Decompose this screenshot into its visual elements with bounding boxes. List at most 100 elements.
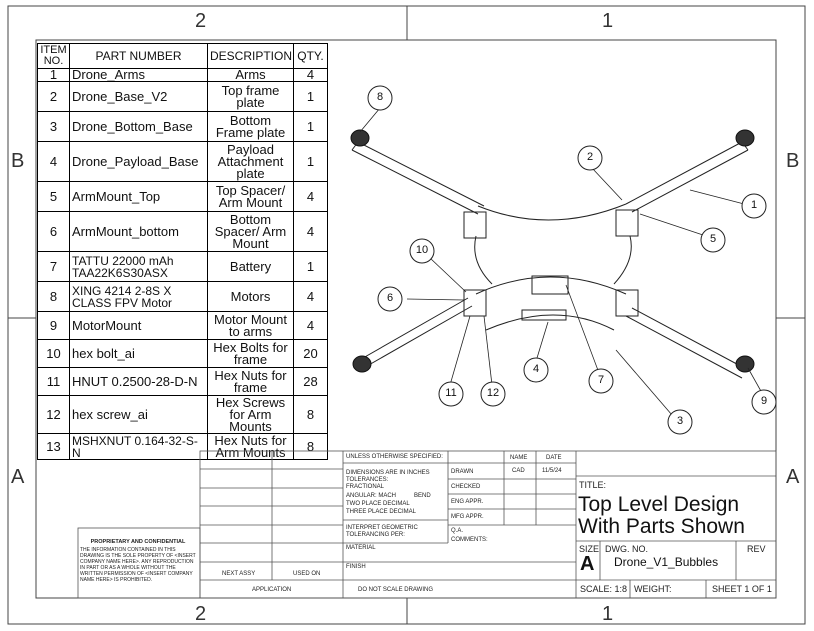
- tb-dims-4: ANGULAR: MACH: [346, 493, 397, 499]
- bom-qty: 4: [293, 311, 328, 340]
- balloon-label-7: 7: [597, 374, 605, 386]
- tb-dims-2: TOLERANCES:: [346, 477, 389, 483]
- bom-qty: 1: [293, 111, 328, 142]
- proprietary-notice: PROPRIETARY AND CONFIDENTIAL THE INFORMA…: [80, 539, 196, 583]
- balloon-label-11: 11: [445, 387, 457, 399]
- bom-desc: Hex Nuts for frame: [207, 367, 294, 396]
- drawing-title-line-1: Top Level Design: [578, 493, 740, 516]
- bom-qty: 4: [293, 181, 328, 212]
- bom-item: 5: [37, 181, 70, 212]
- tb-dims-5: TWO PLACE DECIMAL: [346, 501, 410, 507]
- bom-qty: 4: [293, 211, 328, 252]
- balloon-label-9: 9: [760, 395, 768, 407]
- balloon-label-8: 8: [376, 91, 384, 103]
- bom-desc: Hex Nuts for Arm Mounts: [207, 433, 294, 460]
- bom-part: Drone_Base_V2: [69, 81, 208, 112]
- tb-size-label: SIZE: [579, 544, 600, 554]
- tb-rev-label: REV: [747, 544, 766, 554]
- balloon-label-12: 12: [486, 387, 500, 399]
- tb-material: MATERIAL: [346, 545, 376, 551]
- tb-dims-4b: BEND: [414, 493, 431, 499]
- tb-sheet: SHEET 1 OF 1: [712, 584, 772, 594]
- bom-desc: Hex Screws for Arm Mounts: [207, 395, 294, 434]
- tb-eng-appr: ENG APPR.: [451, 499, 484, 505]
- bom-part: hex bolt_ai: [69, 339, 208, 368]
- bom-item: 12: [37, 395, 70, 434]
- bom-item: 11: [37, 367, 70, 396]
- bom-part: HNUT 0.2500-28-D-N: [69, 367, 208, 396]
- bom-desc: Arms: [207, 68, 294, 82]
- bom-qty: 8: [293, 433, 328, 460]
- tb-drawn: DRAWN: [451, 469, 474, 475]
- tb-size-value: A: [580, 553, 595, 575]
- balloon-label-10: 10: [415, 244, 429, 256]
- bom-qty: 8: [293, 395, 328, 434]
- tb-unless-specified: UNLESS OTHERWISE SPECIFIED:: [346, 454, 443, 460]
- bom-header-qty: QTY.: [293, 43, 328, 69]
- tb-drawn-date: 11/5/24: [542, 468, 562, 474]
- tb-next-assy: NEXT ASSY: [222, 571, 256, 577]
- bom-item: 3: [37, 111, 70, 142]
- bom-item: 10: [37, 339, 70, 368]
- zone-label-bottom-1: 1: [602, 603, 614, 625]
- tb-mfg-appr: MFG APPR.: [451, 514, 484, 520]
- bom-header-item: ITEM NO.: [37, 43, 70, 69]
- tb-date-header: DATE: [546, 455, 562, 461]
- bom-item: 7: [37, 251, 70, 282]
- bom-item: 1: [37, 68, 70, 82]
- zone-label-left-a: A: [11, 466, 25, 488]
- zone-label-right-b: B: [786, 150, 800, 172]
- proprietary-heading: PROPRIETARY AND CONFIDENTIAL: [90, 539, 186, 545]
- tb-interpret-1: INTERPRET GEOMETRIC: [346, 525, 418, 531]
- bom-desc: Battery: [207, 251, 294, 282]
- zone-label-top-2: 2: [195, 10, 207, 32]
- balloon-label-6: 6: [386, 292, 394, 304]
- bom-desc: Motor Mount to arms: [207, 311, 294, 340]
- bom-part: Drone_Payload_Base: [69, 141, 208, 182]
- balloon-label-4: 4: [532, 363, 540, 375]
- bom-header-row: ITEM NO. PART NUMBER DESCRIPTION QTY.: [37, 43, 328, 69]
- bom-header-part: PART NUMBER: [69, 43, 208, 69]
- bom-header-desc: DESCRIPTION: [207, 43, 294, 69]
- tb-checked: CHECKED: [451, 484, 481, 490]
- bom-part: ArmMount_Top: [69, 181, 208, 212]
- bom-item: 2: [37, 81, 70, 112]
- tb-dwg-no-label: DWG. NO.: [605, 544, 648, 554]
- bom-part: ArmMount_bottom: [69, 211, 208, 252]
- proprietary-body: THE INFORMATION CONTAINED IN THIS DRAWIN…: [80, 547, 196, 583]
- bom-item: 9: [37, 311, 70, 340]
- tb-do-not-scale: DO NOT SCALE DRAWING: [358, 587, 434, 593]
- bom-qty: 28: [293, 367, 328, 396]
- tb-weight: WEIGHT:: [634, 584, 672, 594]
- bom-part: MotorMount: [69, 311, 208, 340]
- tb-application: APPLICATION: [252, 587, 292, 593]
- bom-qty: 4: [293, 68, 328, 82]
- tb-drawn-name: CAD: [512, 468, 525, 474]
- tb-used-on: USED ON: [293, 571, 321, 577]
- zone-label-right-a: A: [786, 466, 800, 488]
- bom-qty: 1: [293, 141, 328, 182]
- bom-part: TATTU 22000 mAh TAA22K6S30ASX: [69, 251, 208, 282]
- bom-part: XING 4214 2-8S X CLASS FPV Motor: [69, 281, 208, 312]
- zone-label-bottom-2: 2: [195, 603, 207, 625]
- balloon-label-5: 5: [709, 233, 717, 245]
- bom-part: Drone_Arms: [69, 68, 208, 82]
- tb-qa: Q.A.: [451, 528, 464, 534]
- tb-dims-1: DIMENSIONS ARE IN INCHES: [346, 470, 430, 476]
- zone-label-top-1: 1: [602, 10, 614, 32]
- bom-desc: Payload Attachment plate: [207, 141, 294, 182]
- tb-comments: COMMENTS:: [451, 537, 488, 543]
